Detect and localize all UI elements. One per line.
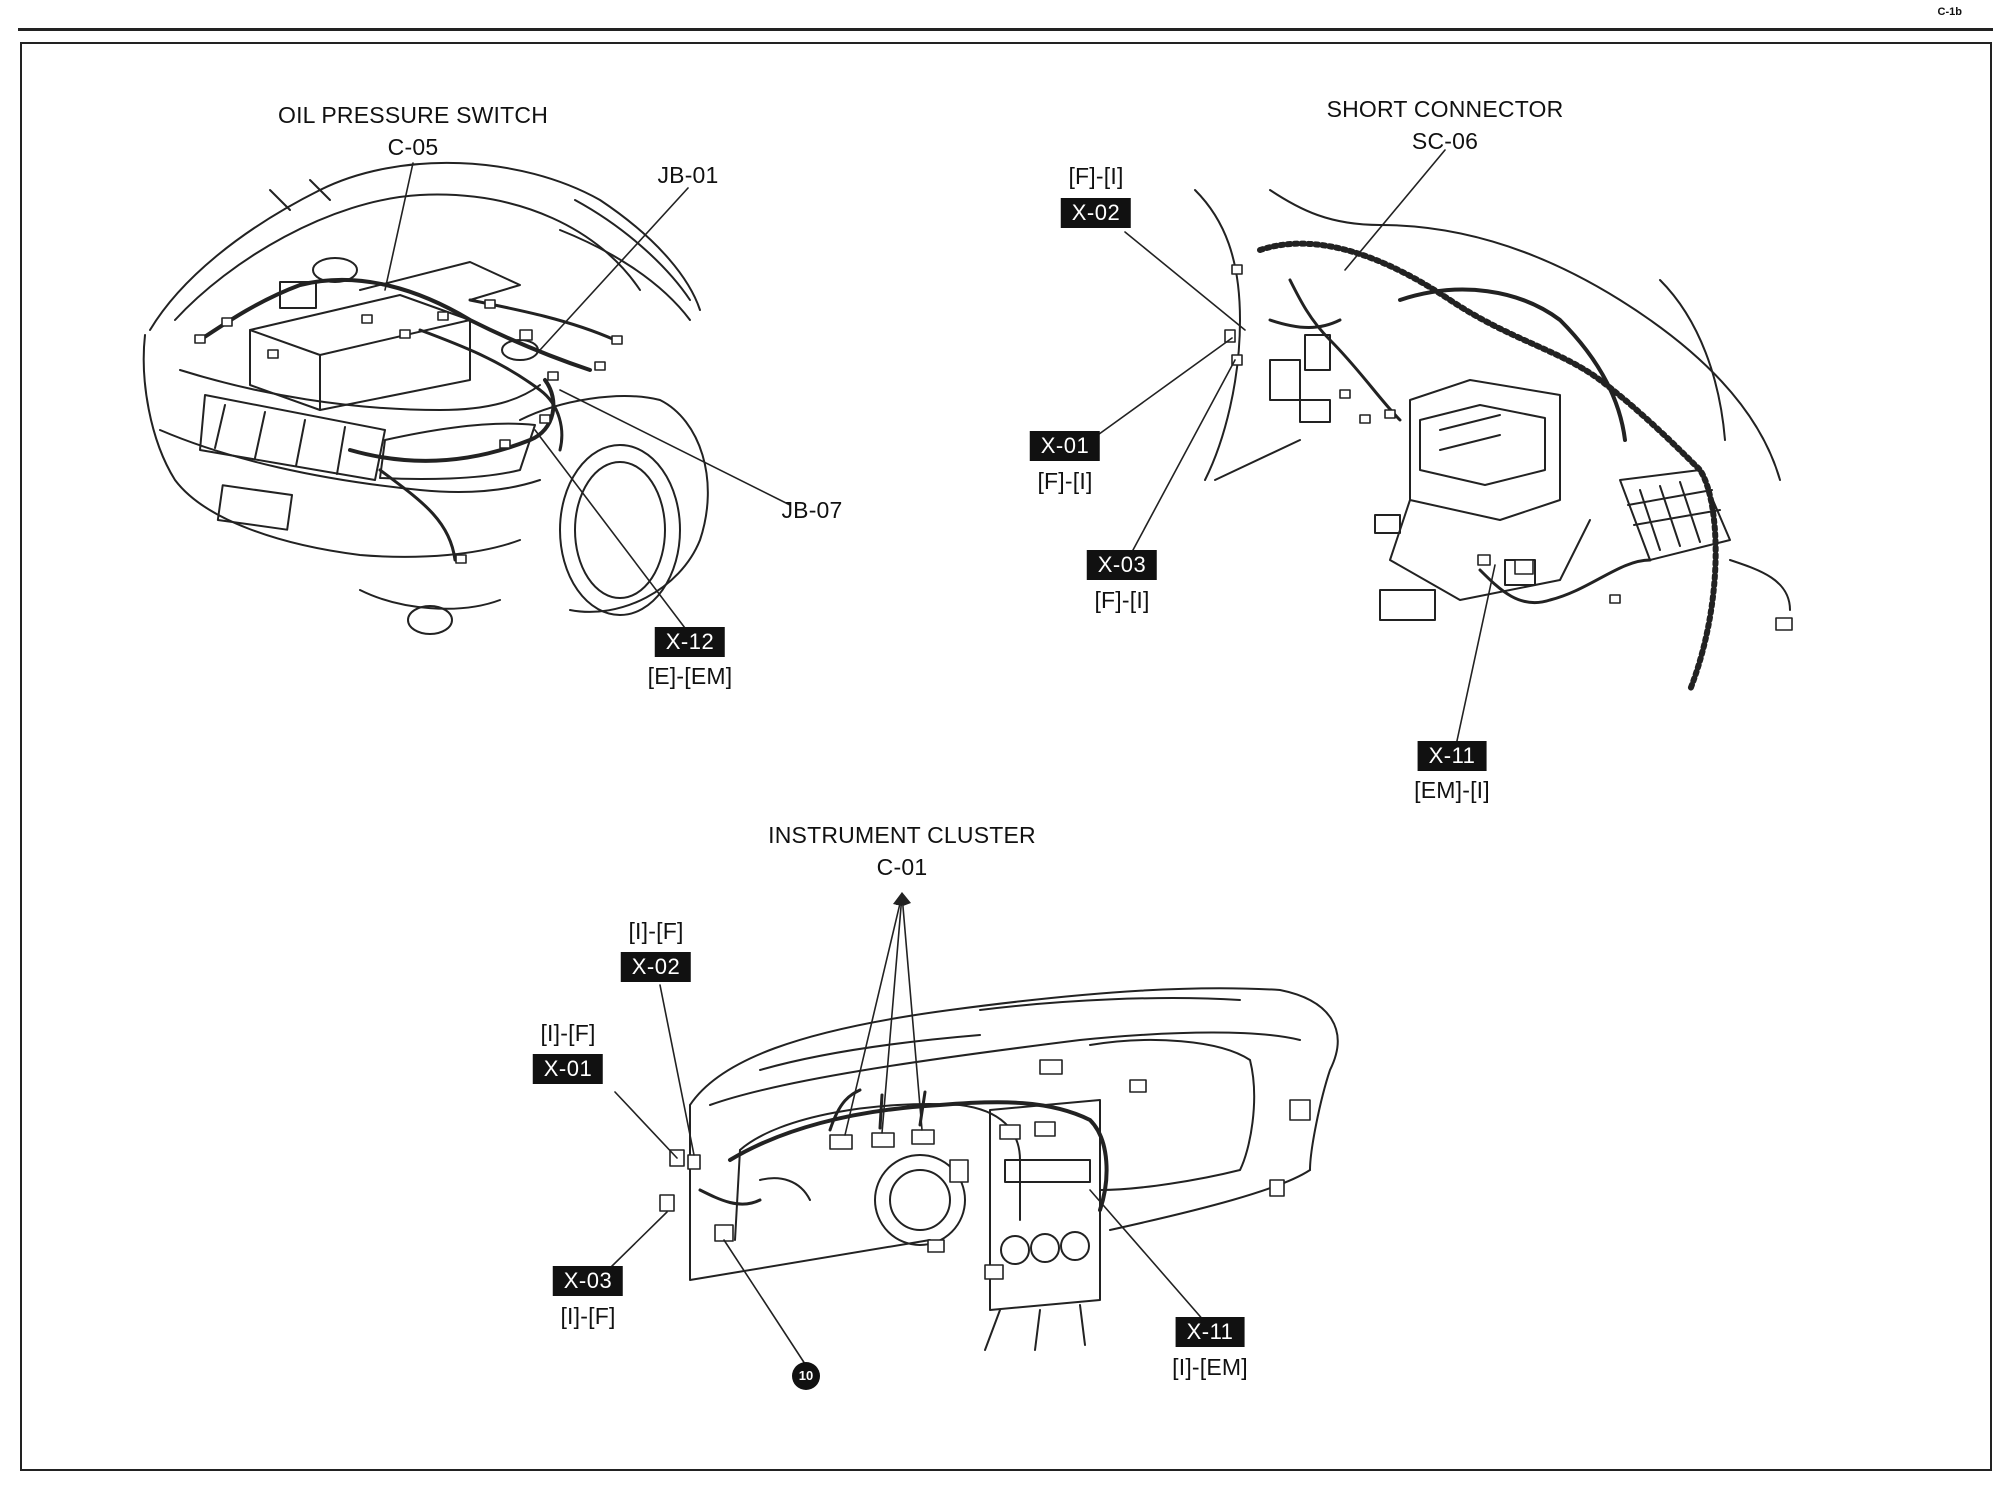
x-01-connector-tag: X-01 xyxy=(1029,431,1101,461)
oil-pressure-switch-label: OIL PRESSURE SWITCH xyxy=(277,102,549,128)
x-03-connector-tag: X-03 xyxy=(1086,550,1158,580)
x-02-mating-label: [F]-[I] xyxy=(1068,163,1124,189)
dash-x-02-mating-label: [I]-[F] xyxy=(628,918,684,944)
dashboard-drawing xyxy=(659,987,1339,1351)
interior-leader-lines xyxy=(1094,149,1496,751)
x-03-mating-label: [F]-[I] xyxy=(1094,587,1150,613)
x-11-connector-tag: X-11 xyxy=(1417,741,1487,771)
instrument-cluster-label: INSTRUMENT CLUSTER xyxy=(768,822,1036,848)
short-connector-label: SHORT CONNECTOR xyxy=(1326,96,1564,122)
engine-compartment-drawing xyxy=(142,161,709,635)
dash-x-11-mating-label: [I]-[EM] xyxy=(1172,1354,1248,1380)
dash-x-03-connector-tag: X-03 xyxy=(552,1266,624,1296)
ground-point-10-marker: 10 xyxy=(792,1362,820,1390)
diagram-frame xyxy=(20,42,1992,1471)
dash-x-02-connector-tag: X-02 xyxy=(620,952,692,982)
x-02-connector-tag: X-02 xyxy=(1060,198,1132,228)
dash-x-01-mating-label: [I]-[F] xyxy=(540,1020,596,1046)
dash-x-01-connector-tag: X-01 xyxy=(532,1054,604,1084)
page-code: C-1b xyxy=(1937,6,1962,18)
short-connector-code: SC-06 xyxy=(1411,128,1479,154)
dashboard-leader-lines xyxy=(609,894,1206,1368)
jb-01-label: JB-01 xyxy=(657,162,719,188)
header-rule xyxy=(18,28,1993,31)
jb-07-label: JB-07 xyxy=(781,497,843,523)
dash-x-11-connector-tag: X-11 xyxy=(1175,1317,1245,1347)
x-12-connector-tag: X-12 xyxy=(654,627,726,657)
dash-x-03-mating-label: [I]-[F] xyxy=(560,1303,616,1329)
x-11-mating-label: [EM]-[I] xyxy=(1414,777,1490,803)
engine-leader-lines xyxy=(384,162,791,633)
oil-pressure-switch-code: C-05 xyxy=(387,134,439,160)
x-01-mating-label: [F]-[I] xyxy=(1037,468,1093,494)
cluster-arrowheads xyxy=(893,892,911,906)
interior-harness-drawing xyxy=(1194,189,1793,693)
x-12-mating-label: [E]-[EM] xyxy=(647,663,733,689)
instrument-cluster-code: C-01 xyxy=(876,854,928,880)
